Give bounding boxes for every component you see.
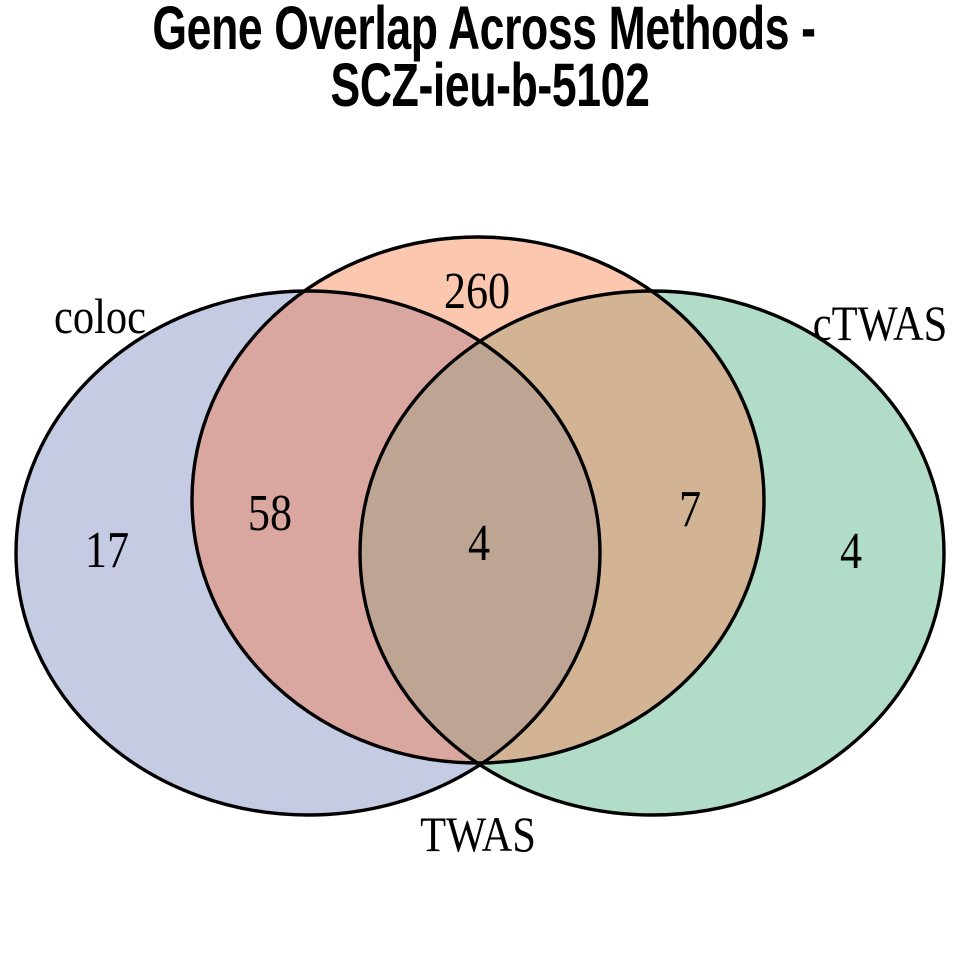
count-coloc-only: 17 <box>85 522 129 579</box>
chart-title-line2: SCZ-ieu-b-5102 <box>331 52 650 119</box>
count-twas-ctwas: 7 <box>679 481 701 538</box>
count-ctwas-only: 4 <box>840 523 862 580</box>
set-label-ctwas: cTWAS <box>813 297 948 352</box>
triple-overlap-fill <box>360 291 600 815</box>
count-coloc-twas: 58 <box>248 485 292 542</box>
ctwas-outline <box>358 289 946 817</box>
set-label-coloc: coloc <box>54 290 146 345</box>
triple-overlap-region <box>360 291 600 815</box>
count-twas-only: 260 <box>444 263 510 320</box>
set-label-twas: TWAS <box>420 808 536 863</box>
coloc-outline <box>14 289 602 817</box>
count-triple: 4 <box>468 515 490 572</box>
chart-title-line1: Gene Overlap Across Methods - <box>152 0 815 63</box>
